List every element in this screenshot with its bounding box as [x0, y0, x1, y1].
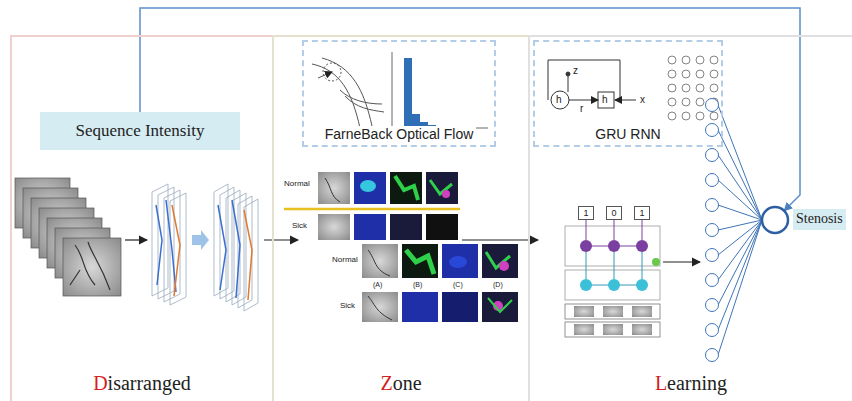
- image-label: z: [573, 66, 578, 76]
- plane-stack: [152, 184, 186, 305]
- method-label: GRU RNN: [592, 126, 663, 142]
- method-label: FarneBack Optical Flow: [322, 126, 477, 142]
- image-label: (A): [373, 281, 382, 288]
- gru-cell: [548, 60, 636, 109]
- image-label: Normal: [332, 256, 358, 264]
- process-box: Sequence Intensity: [40, 112, 240, 150]
- stage-title: Disarranged: [93, 372, 191, 395]
- flow-arrow: [462, 239, 538, 240]
- rnn-network: [565, 220, 660, 337]
- image-label: (B): [413, 281, 422, 288]
- output-bit: 1: [578, 206, 594, 220]
- output-node: Stenosis: [760, 205, 852, 235]
- box-label: Sequence Intensity: [76, 121, 205, 141]
- output-bit: 0: [606, 206, 622, 220]
- histogram: [392, 52, 488, 128]
- plane-stack: [214, 184, 258, 311]
- image-label: Sick: [292, 222, 307, 230]
- image-label: (D): [493, 281, 503, 288]
- stage-title: Learning: [655, 372, 727, 395]
- fan-layer: [706, 99, 763, 362]
- output-bit: 1: [634, 206, 650, 220]
- output-label: Stenosis: [793, 209, 846, 230]
- stage-panel: Disarranged Sequence Intensity: [10, 35, 272, 401]
- flow-images: [284, 172, 518, 322]
- output-circle: [760, 205, 790, 235]
- image-label: h: [602, 95, 608, 105]
- flow-arrow: [264, 239, 298, 240]
- image-label: x: [640, 95, 645, 105]
- angiogram-stack: [15, 178, 121, 296]
- neuron-grid: [668, 56, 718, 120]
- method-box: FarneBack Optical Flow: [302, 40, 496, 147]
- vessel-sketch: [312, 58, 384, 128]
- flow-arrow: [125, 239, 147, 240]
- feedback-connector: [140, 8, 800, 211]
- block-arrow: [192, 230, 209, 250]
- stage-title: Zone: [380, 372, 421, 395]
- image-label: Normal: [284, 180, 310, 188]
- image-label: h: [556, 95, 562, 105]
- stage-panel: Zone FarneBack Optical Flow: [272, 35, 528, 401]
- method-box: GRU RNN: [533, 40, 723, 147]
- image-label: Sick: [340, 302, 355, 310]
- image-label: (C): [453, 281, 463, 288]
- image-label: r: [580, 104, 583, 114]
- flow-arrow: [663, 261, 700, 262]
